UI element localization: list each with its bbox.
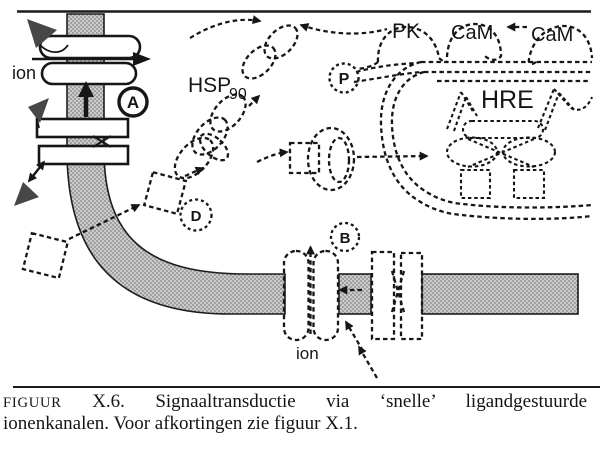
marker-d-label: D bbox=[191, 208, 202, 225]
figure-caption: FIGUUR X.6. Signaaltransductie via ‘snel… bbox=[0, 380, 600, 454]
closed-channel-right-subunit bbox=[399, 251, 424, 341]
cam2-label: CaM bbox=[531, 24, 573, 46]
ligand-square-outside bbox=[21, 231, 70, 280]
marker-b-label: B bbox=[340, 230, 351, 247]
dna-curl-right bbox=[570, 96, 593, 111]
ligand-release-curve bbox=[39, 44, 69, 54]
ion-channel-b bbox=[282, 221, 424, 379]
cell-membrane bbox=[66, 13, 579, 315]
receptor-ligand-square bbox=[288, 141, 321, 175]
caption-figure-label: FIGUUR bbox=[3, 395, 62, 411]
hsp90-subscript: 90 bbox=[229, 86, 247, 103]
receptor-body bbox=[306, 126, 356, 192]
marker-b-circle bbox=[329, 221, 361, 253]
exchange-double-arrow bbox=[27, 160, 46, 183]
channel-a-lower-subunit bbox=[40, 61, 138, 86]
hsp90-dissociation-arrow bbox=[248, 94, 261, 107]
pk-bump-tail bbox=[357, 61, 379, 71]
transporter bbox=[14, 98, 130, 206]
dimer-square-right bbox=[512, 168, 546, 200]
hsp90-ring bbox=[191, 116, 229, 156]
signal-transduction-diagram: A D bbox=[12, 10, 594, 379]
ligand-triangle-icon bbox=[27, 19, 57, 48]
closed-channel-left-subunit bbox=[370, 250, 396, 341]
triangle-tail bbox=[36, 118, 40, 129]
signal-curve-left bbox=[299, 23, 388, 35]
ligand-to-receptor-arrow bbox=[184, 166, 205, 178]
phosphate-label: P bbox=[339, 71, 350, 88]
ion-label-bottom: ion bbox=[296, 344, 319, 363]
nuclear-envelope-left-outer bbox=[379, 60, 593, 221]
hsp90-ring bbox=[241, 44, 277, 80]
ligand-triangle-icon bbox=[14, 182, 39, 206]
modulation-arrow-tail bbox=[358, 345, 378, 379]
caption-figure-number: X.6. bbox=[92, 391, 125, 412]
receptor-body-inner bbox=[327, 136, 351, 184]
dna-tent-right-leg2 bbox=[544, 92, 560, 131]
hsp90-ring bbox=[263, 24, 299, 60]
ligand-square-inside bbox=[142, 170, 188, 216]
pk-bump bbox=[376, 25, 449, 64]
marker-a-label: A bbox=[127, 93, 139, 112]
channel-b-right-subunit bbox=[312, 249, 340, 342]
receptor-to-nucleus-arrow bbox=[356, 151, 429, 161]
hsp90-ring-inner bbox=[198, 132, 230, 162]
p-connector-2 bbox=[353, 70, 422, 84]
caption-line-2: ionenkanalen. Voor afkortingen zie figuu… bbox=[3, 413, 358, 434]
dimer-ellipse-left bbox=[445, 136, 499, 168]
dimer-bar bbox=[461, 119, 545, 140]
dimer-ellipse-right bbox=[501, 136, 557, 168]
ligand-entry bbox=[21, 170, 213, 280]
cam1-label: CaM bbox=[451, 22, 493, 44]
ion-channel-a: A bbox=[27, 19, 151, 118]
phosphorylation-arrows bbox=[189, 15, 422, 84]
complex-to-receptor-arrow bbox=[256, 148, 289, 164]
nuclear-envelope-left-inner bbox=[390, 70, 593, 209]
caption-text-1: Signaaltransductie via ‘snelle’ ligandge… bbox=[155, 391, 588, 412]
hre-receptor-dimer bbox=[445, 88, 593, 200]
membrane-patch-right bbox=[421, 273, 579, 315]
ligand-triangle-icon bbox=[28, 98, 49, 123]
phosphate-circle bbox=[328, 62, 360, 94]
ion-label-top: ion bbox=[12, 63, 36, 83]
dimer-square-left bbox=[459, 168, 492, 200]
dimer-cross-2 bbox=[467, 138, 535, 168]
nucleus bbox=[379, 60, 593, 221]
dimer-cross-1 bbox=[467, 138, 535, 168]
dna-tent-left-leg4 bbox=[465, 96, 478, 117]
caption-line-1: FIGUUR X.6. Signaaltransductie via ‘snel… bbox=[3, 391, 587, 414]
pk-label: PK bbox=[392, 20, 420, 43]
hsp90-ring bbox=[209, 93, 247, 133]
dna-tent-left-leg2 bbox=[453, 96, 467, 132]
channel-b-left-subunit bbox=[282, 249, 310, 342]
modulation-arrow-head bbox=[345, 320, 364, 352]
transporter-lower-bar bbox=[37, 144, 130, 166]
signal-up-arrowhead-icon bbox=[78, 81, 94, 97]
dna-tent-left-leg1 bbox=[446, 91, 462, 130]
signal-curve-right bbox=[189, 15, 262, 39]
p-connector-1 bbox=[355, 61, 419, 74]
dna-tent-left-leg3 bbox=[460, 91, 475, 114]
ligand-entry-arrow bbox=[68, 203, 141, 241]
membrane-patch-middle bbox=[338, 273, 372, 315]
dna-tent-right-leg1 bbox=[537, 88, 555, 129]
caption-rule bbox=[13, 386, 600, 388]
ion-flow-arrowhead-icon bbox=[133, 52, 151, 66]
kinase-calmodulin bbox=[357, 22, 594, 71]
activated-receptor bbox=[288, 126, 429, 192]
transporter-pinch-2 bbox=[92, 135, 112, 148]
membrane-curved-band bbox=[66, 13, 286, 315]
cam1-bump bbox=[445, 22, 503, 61]
hsp90-label: HSP bbox=[188, 74, 231, 97]
transporter-upper-bar bbox=[35, 117, 130, 139]
channel-a-upper-subunit bbox=[38, 34, 142, 60]
marker-d-circle bbox=[179, 198, 213, 232]
marker-a-circle bbox=[117, 86, 149, 118]
hre-label: HRE bbox=[481, 86, 534, 114]
cam2-bump bbox=[527, 24, 594, 66]
